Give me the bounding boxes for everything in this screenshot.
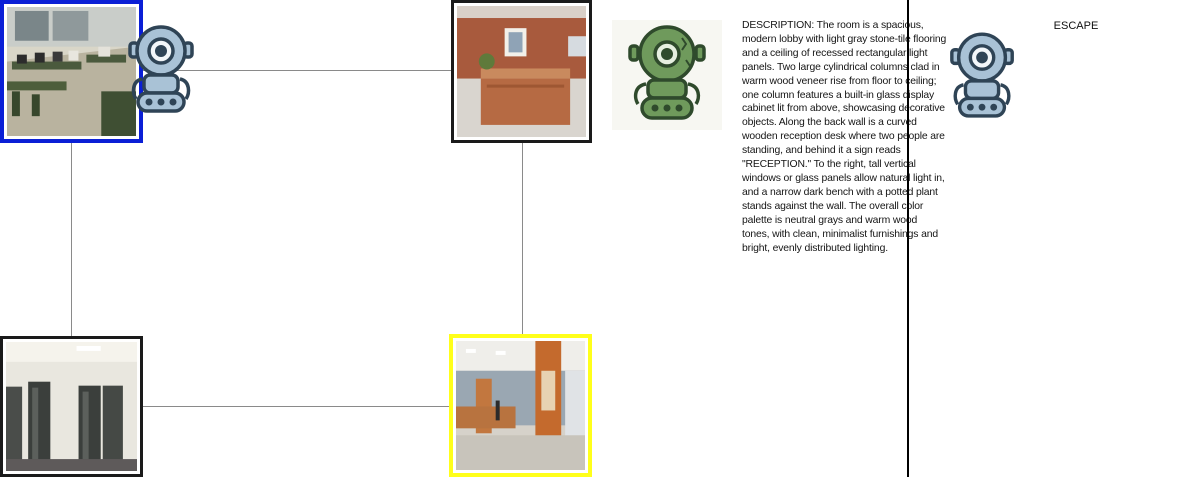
panel-divider [907,0,909,477]
map-edge-left [71,142,72,337]
room-lobby-columns[interactable] [449,334,592,477]
room-reception[interactable] [451,0,592,143]
room-photo [457,6,586,137]
green-robot-icon [628,25,706,120]
escape-button[interactable]: ESCAPE [1053,20,1099,32]
room-photo [456,341,585,470]
room-locker-room[interactable] [0,336,143,477]
map-edge-bottom [140,406,453,407]
room-computer-lab[interactable] [0,0,143,143]
room-photo [7,7,136,136]
map-edge-top [140,70,453,71]
map-edge-right [522,142,523,337]
room-photo [6,342,137,471]
npc-robot-card [612,20,722,130]
room-description: DESCRIPTION: The room is a spacious, mod… [742,20,947,254]
player-robot-icon [124,25,200,117]
player-robot-icon [946,31,1020,123]
